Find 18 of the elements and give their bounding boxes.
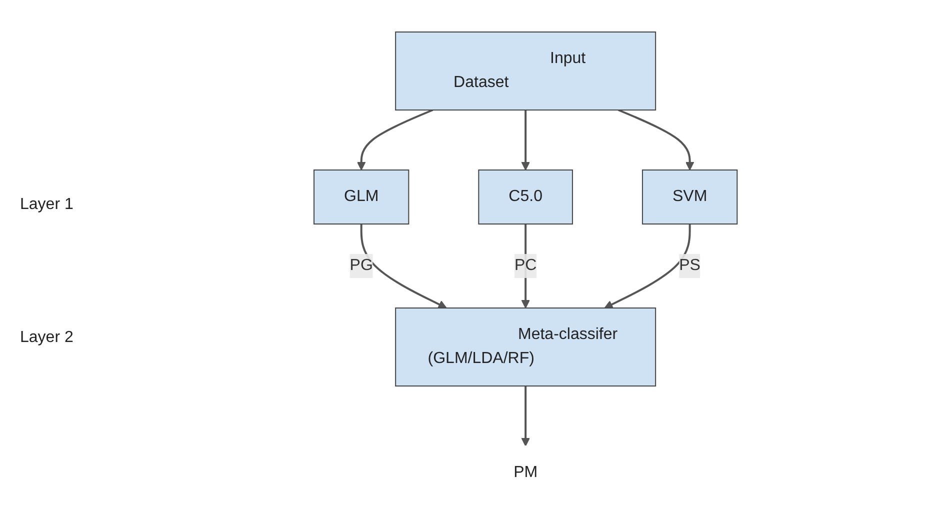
edge-label: PS [679, 256, 700, 274]
arrow [521, 224, 530, 308]
arrow [356, 108, 434, 170]
arrow [521, 386, 530, 446]
edge-label: PG [350, 256, 373, 274]
arrow [604, 224, 691, 308]
node-box: Input Dataset [395, 31, 656, 110]
node-box: C5.0 [478, 169, 573, 224]
node-box: SVM [642, 169, 738, 224]
layer-label: Layer 1 [20, 196, 74, 214]
edge-label: PC [514, 256, 537, 274]
node-text: PM [513, 464, 538, 480]
node-box: GLM [313, 169, 410, 224]
arrow [618, 108, 694, 170]
layer-label: Layer 2 [20, 329, 74, 348]
node-box: Meta-classifer (GLM/LDA/RF) [395, 307, 656, 386]
arrow [360, 224, 447, 308]
arrow [521, 110, 530, 170]
